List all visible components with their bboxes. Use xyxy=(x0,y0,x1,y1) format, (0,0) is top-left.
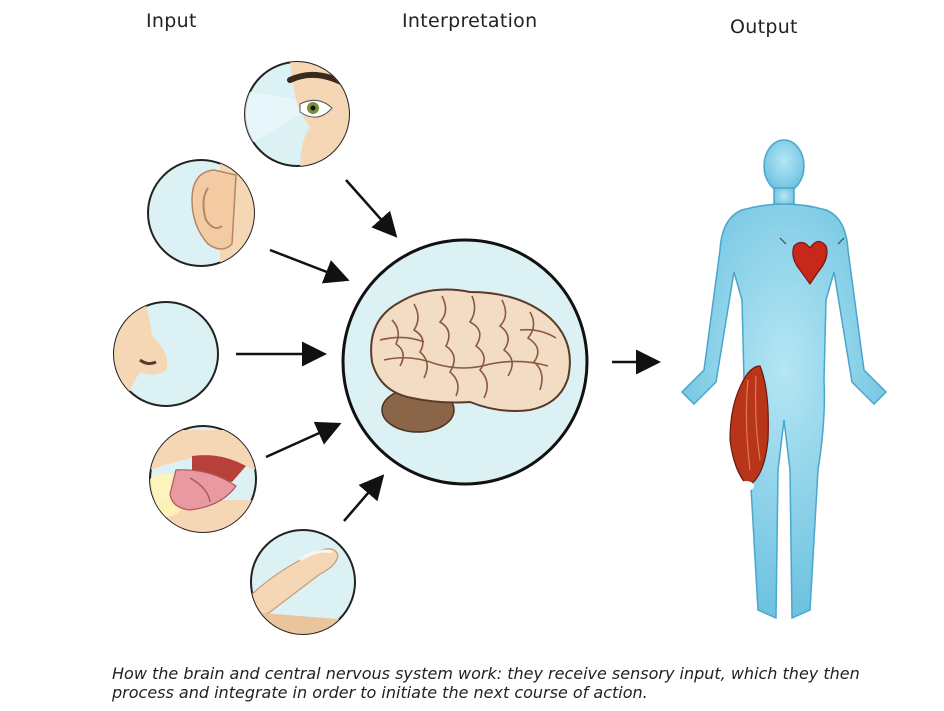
human-body-icon xyxy=(682,140,886,618)
arrow-ear-to-brain xyxy=(270,250,345,279)
arrow-eye-to-brain xyxy=(346,180,394,234)
arrow-finger-to-brain xyxy=(344,478,381,521)
finger-icon xyxy=(250,530,355,640)
caption-line-2: process and integrate in order to initia… xyxy=(112,683,912,702)
tongue-icon xyxy=(143,426,256,540)
brain-icon xyxy=(343,240,587,484)
nose-icon xyxy=(110,300,218,410)
figure-caption: How the brain and central nervous system… xyxy=(112,664,912,702)
ear-icon xyxy=(148,160,260,270)
caption-line-1: How the brain and central nervous system… xyxy=(112,664,912,683)
arrow-tongue-to-brain xyxy=(266,425,337,457)
eye-icon xyxy=(240,62,355,170)
